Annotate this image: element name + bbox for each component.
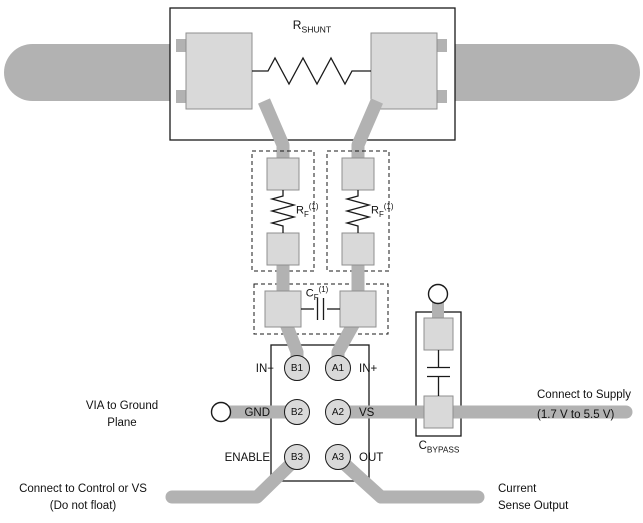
rf-left-symbol-letter: R (296, 204, 304, 217)
bypass-pad-top (423, 317, 454, 351)
pin-label-in-minus: IN− (255, 363, 274, 375)
cf-symbol-letter: C (305, 287, 314, 300)
ball-a2: A2 (325, 399, 351, 425)
rf-left-label: RF(1) (296, 199, 318, 223)
rshunt-subscript: SHUNT (301, 24, 332, 35)
ball-b3: B3 (284, 444, 310, 470)
shunt-resistor-symbol (252, 56, 371, 86)
pin-label-gnd: GND (244, 407, 270, 419)
rf-pad-bottom-left (266, 232, 300, 266)
rf-resistor-symbol-left (269, 190, 297, 233)
enable-trace (165, 451, 304, 504)
ball-a3: A3 (325, 444, 351, 470)
out-trace (331, 451, 485, 504)
rf-pad-bottom-right (341, 232, 375, 266)
bypass-pad-bottom (423, 395, 454, 429)
pin-label-enable: ENABLE (224, 452, 270, 464)
control-note-line2: (Do not float) (49, 500, 117, 512)
cf-pad-left (264, 290, 302, 328)
cf-filter-box (253, 283, 389, 335)
rf-right-subscript: F (378, 209, 384, 219)
cbypass-symbol-letter: C (418, 440, 427, 452)
rf-right-label: RF(1) (371, 199, 393, 223)
cbypass-subscript: BYPASS (426, 445, 460, 455)
rf-left-subscript: F (303, 209, 309, 219)
rf-left-superscript: (1) (308, 202, 319, 211)
cf-subscript: F (313, 292, 319, 302)
output-note-line2: Sense Output (498, 500, 569, 512)
pin-label-vs: VS (359, 407, 375, 419)
shunt-stub-bottom-left (176, 90, 186, 103)
cbypass-label: CBYPASS (403, 438, 475, 458)
shunt-stub-top-left (176, 39, 186, 52)
cf-label: CF(1) (294, 282, 340, 306)
ball-b1: B1 (284, 355, 310, 381)
rshunt-symbol-letter: R (292, 18, 302, 32)
pin-label-out: OUT (359, 452, 384, 464)
ground-via (210, 401, 232, 423)
rshunt-label: RSHUNT (272, 17, 352, 37)
via-ground-note-line1: VIA to Ground (85, 400, 159, 412)
rf-right-symbol-letter: R (371, 204, 379, 217)
supply-note-line2: (1.7 V to 5.5 V) (537, 409, 615, 421)
cf-pad-right (339, 290, 377, 328)
via-ground-note-line2: Plane (107, 417, 137, 429)
rf-pad-top-right (341, 157, 375, 191)
output-note: Current Sense Output (498, 481, 608, 515)
control-note: Connect to Control or VS (Do not float) (4, 481, 162, 515)
rf-pad-top-left (266, 157, 300, 191)
shunt-pad-left (185, 32, 253, 110)
pin-label-in-plus: IN+ (359, 363, 378, 375)
supply-via (427, 283, 449, 305)
shunt-stub-top-right (437, 39, 447, 52)
shunt-stub-bottom-right (437, 90, 447, 103)
control-note-line1: Connect to Control or VS (19, 483, 147, 495)
output-note-line1: Current (498, 483, 537, 495)
cf-superscript: (1) (318, 285, 329, 294)
rf-resistor-symbol-right (344, 190, 372, 233)
supply-note-line1: Connect to Supply (537, 389, 631, 401)
rf-right-superscript: (1) (383, 202, 394, 211)
via-ground-note: VIA to Ground Plane (70, 398, 174, 432)
supply-note: Connect to Supply (1.7 V to 5.5 V) (537, 385, 643, 425)
ball-a1: A1 (325, 355, 351, 381)
shunt-pad-right (370, 32, 438, 110)
ball-b2: B2 (284, 399, 310, 425)
